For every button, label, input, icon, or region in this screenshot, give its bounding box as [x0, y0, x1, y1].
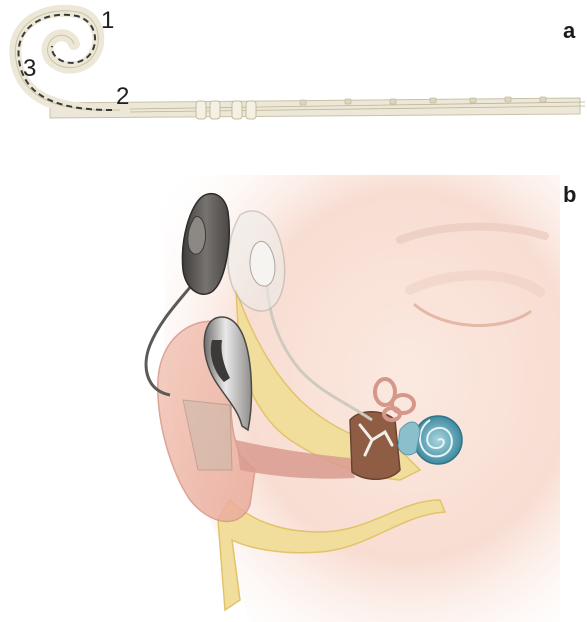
electrode-array-panel: 1 2 3 a — [15, 7, 585, 119]
electrode-label-2: 2 — [116, 83, 129, 110]
electrode-lead-body — [50, 98, 580, 118]
panel-letter-b: b — [563, 182, 576, 207]
electrode-label-3: 3 — [23, 55, 36, 82]
electrode-label-1: 1 — [101, 7, 114, 34]
panel-letter-a: a — [563, 18, 576, 43]
head-illustration-panel: b — [146, 175, 576, 622]
